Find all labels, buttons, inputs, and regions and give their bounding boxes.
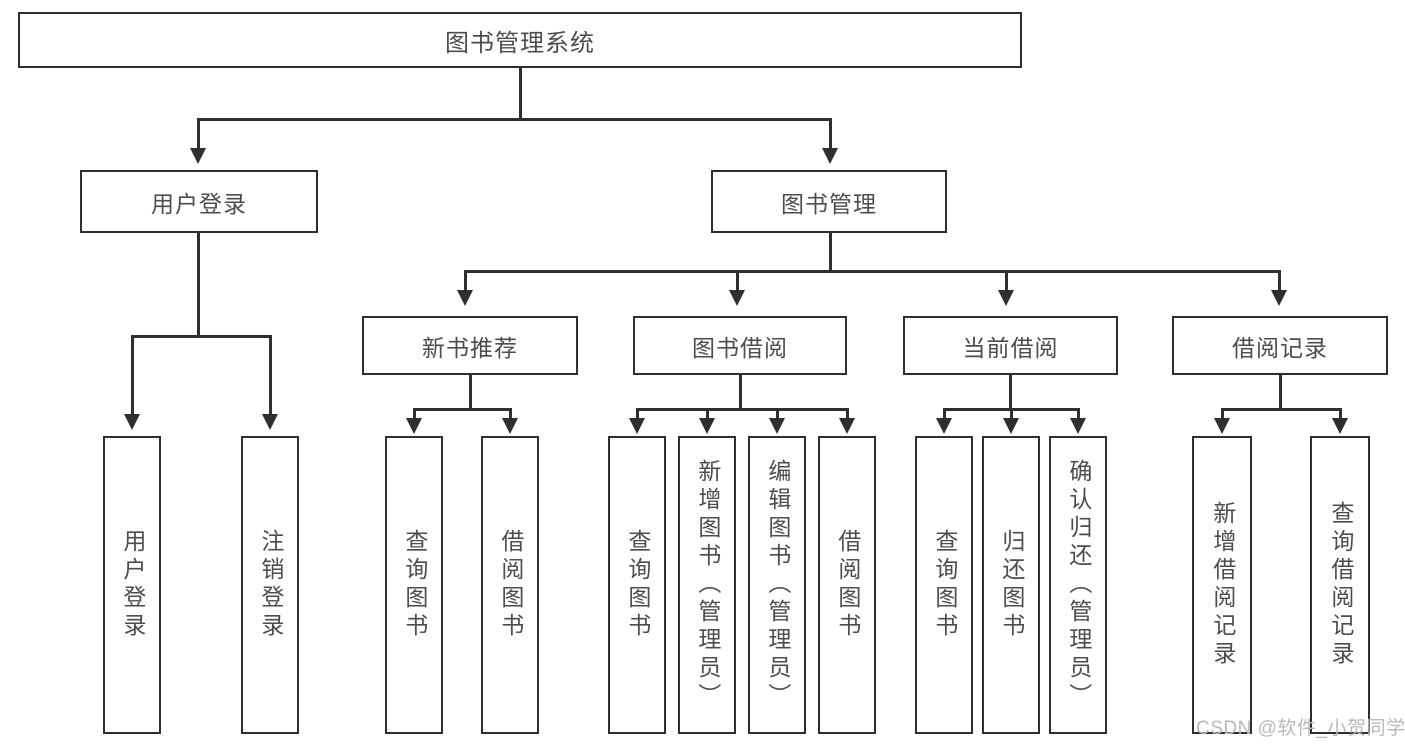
connector-user-login-to-leaf-1 bbox=[131, 335, 134, 418]
arrowhead-borrow-record-leaf-1 bbox=[1214, 418, 1230, 434]
node-label: 查询借阅记录 bbox=[1327, 501, 1354, 669]
node-label: 注销登录 bbox=[257, 529, 284, 641]
arrowhead-user-login-leaf-1 bbox=[124, 414, 140, 430]
arrowhead-bm-borrow-record bbox=[1271, 290, 1287, 306]
connector-bm-to-current-borrow bbox=[1005, 270, 1008, 294]
node-leaf-bb-edit-book-admin[interactable]: 编辑图书（管理员） bbox=[748, 436, 806, 734]
arrowhead-book-borrow-leaf-1 bbox=[629, 418, 645, 434]
connector-book-management-bus bbox=[464, 270, 1280, 273]
arrowhead-bm-new-book bbox=[457, 290, 473, 306]
connector-current-borrow-leaf-1 bbox=[943, 408, 946, 422]
arrowhead-book-borrow-leaf-3 bbox=[769, 418, 785, 434]
node-label: 确认归还（管理员） bbox=[1065, 459, 1092, 711]
connector-borrow-record-leaf-2 bbox=[1339, 408, 1342, 422]
connector-root-stem bbox=[519, 68, 522, 119]
node-label: 查询图书 bbox=[401, 529, 428, 641]
node-leaf-logout[interactable]: 注销登录 bbox=[241, 436, 299, 734]
node-label: 图书管理系统 bbox=[445, 29, 595, 57]
connector-user-login-stem bbox=[197, 233, 200, 337]
node-label: 图书借阅 bbox=[692, 334, 788, 361]
connector-new-book-leaf-2 bbox=[509, 408, 512, 422]
node-label: 用户登录 bbox=[151, 190, 247, 217]
node-book-management[interactable]: 图书管理 bbox=[711, 170, 947, 233]
connector-new-book-bus bbox=[413, 408, 511, 411]
connector-new-book-leaf-1 bbox=[413, 408, 416, 422]
arrowhead-book-borrow-leaf-2 bbox=[699, 418, 715, 434]
node-label: 查询图书 bbox=[931, 529, 958, 641]
connector-bm-to-borrow-record bbox=[1278, 270, 1281, 294]
connector-book-borrow-bus bbox=[636, 408, 846, 411]
arrowhead-bm-current-borrow bbox=[998, 290, 1014, 306]
arrowhead-new-book-leaf-1 bbox=[406, 418, 422, 434]
node-label: 当前借阅 bbox=[962, 334, 1059, 361]
node-borrow-record[interactable]: 借阅记录 bbox=[1172, 316, 1388, 375]
connector-new-book-stem bbox=[469, 375, 472, 410]
arrowhead-root-to-book-management bbox=[822, 148, 838, 164]
node-leaf-nbr-query-book[interactable]: 查询图书 bbox=[385, 436, 443, 734]
csdn-watermark: CSDN @软件_小贺同学 bbox=[1196, 718, 1405, 739]
connector-current-borrow-stem bbox=[1009, 375, 1012, 410]
connector-borrow-record-leaf-1 bbox=[1221, 408, 1224, 422]
connector-book-borrow-stem bbox=[739, 375, 742, 410]
connector-current-borrow-leaf-3 bbox=[1077, 408, 1080, 422]
connector-book-management-stem bbox=[829, 233, 832, 272]
arrowhead-current-borrow-leaf-1 bbox=[936, 418, 952, 434]
connector-root-to-user-login bbox=[197, 118, 200, 152]
node-root-book-management-system[interactable]: 图书管理系统 bbox=[18, 12, 1022, 68]
connector-user-login-bus bbox=[131, 335, 269, 338]
arrowhead-book-borrow-leaf-4 bbox=[839, 418, 855, 434]
node-label: 新书推荐 bbox=[422, 334, 518, 361]
node-label: 借阅记录 bbox=[1232, 334, 1328, 361]
node-leaf-user-login[interactable]: 用户登录 bbox=[103, 436, 161, 734]
node-new-book-recommend[interactable]: 新书推荐 bbox=[362, 316, 578, 375]
arrowhead-borrow-record-leaf-2 bbox=[1332, 418, 1348, 434]
node-leaf-br-add-record[interactable]: 新增借阅记录 bbox=[1192, 436, 1252, 734]
node-label: 新增借阅记录 bbox=[1209, 501, 1236, 669]
arrowhead-current-borrow-leaf-3 bbox=[1070, 418, 1086, 434]
node-leaf-bb-add-book-admin[interactable]: 新增图书（管理员） bbox=[678, 436, 736, 734]
node-leaf-bb-borrow-book[interactable]: 借阅图书 bbox=[818, 436, 876, 734]
arrowhead-root-to-user-login bbox=[190, 148, 206, 164]
node-book-borrow[interactable]: 图书借阅 bbox=[633, 316, 847, 375]
node-label: 查询图书 bbox=[624, 529, 651, 641]
connector-book-borrow-leaf-2 bbox=[706, 408, 709, 422]
node-leaf-cb-confirm-return-admin[interactable]: 确认归还（管理员） bbox=[1049, 436, 1107, 734]
connector-borrow-record-stem bbox=[1279, 375, 1282, 410]
arrowhead-new-book-leaf-2 bbox=[502, 418, 518, 434]
connector-root-bus bbox=[197, 118, 831, 121]
node-leaf-bb-query-book[interactable]: 查询图书 bbox=[608, 436, 666, 734]
connector-current-borrow-leaf-2 bbox=[1010, 408, 1013, 422]
arrowhead-bm-book-borrow bbox=[729, 290, 745, 306]
node-user-login[interactable]: 用户登录 bbox=[80, 170, 318, 233]
node-label: 借阅图书 bbox=[834, 529, 861, 641]
node-label: 用户登录 bbox=[119, 529, 146, 641]
connector-root-to-book-management bbox=[829, 118, 832, 152]
connector-book-borrow-leaf-3 bbox=[776, 408, 779, 422]
connector-book-borrow-leaf-1 bbox=[636, 408, 639, 422]
node-label: 借阅图书 bbox=[497, 529, 524, 641]
connector-bm-to-new-book bbox=[464, 270, 467, 294]
node-label: 新增图书（管理员） bbox=[694, 459, 721, 711]
connector-borrow-record-bus bbox=[1221, 408, 1339, 411]
connector-user-login-to-leaf-2 bbox=[269, 335, 272, 418]
node-label: 归还图书 bbox=[998, 529, 1025, 641]
node-leaf-cb-return-book[interactable]: 归还图书 bbox=[982, 436, 1040, 734]
node-current-borrow[interactable]: 当前借阅 bbox=[903, 316, 1118, 375]
connector-book-borrow-leaf-4 bbox=[846, 408, 849, 422]
node-label: 编辑图书（管理员） bbox=[764, 459, 791, 711]
arrowhead-user-login-leaf-2 bbox=[262, 414, 278, 430]
node-label: 图书管理 bbox=[781, 190, 877, 217]
arrowhead-current-borrow-leaf-2 bbox=[1003, 418, 1019, 434]
node-leaf-cb-query-book[interactable]: 查询图书 bbox=[915, 436, 973, 734]
node-leaf-br-query-record[interactable]: 查询借阅记录 bbox=[1310, 436, 1370, 734]
node-leaf-nbr-borrow-book[interactable]: 借阅图书 bbox=[481, 436, 539, 734]
connector-bm-to-book-borrow bbox=[736, 270, 739, 294]
